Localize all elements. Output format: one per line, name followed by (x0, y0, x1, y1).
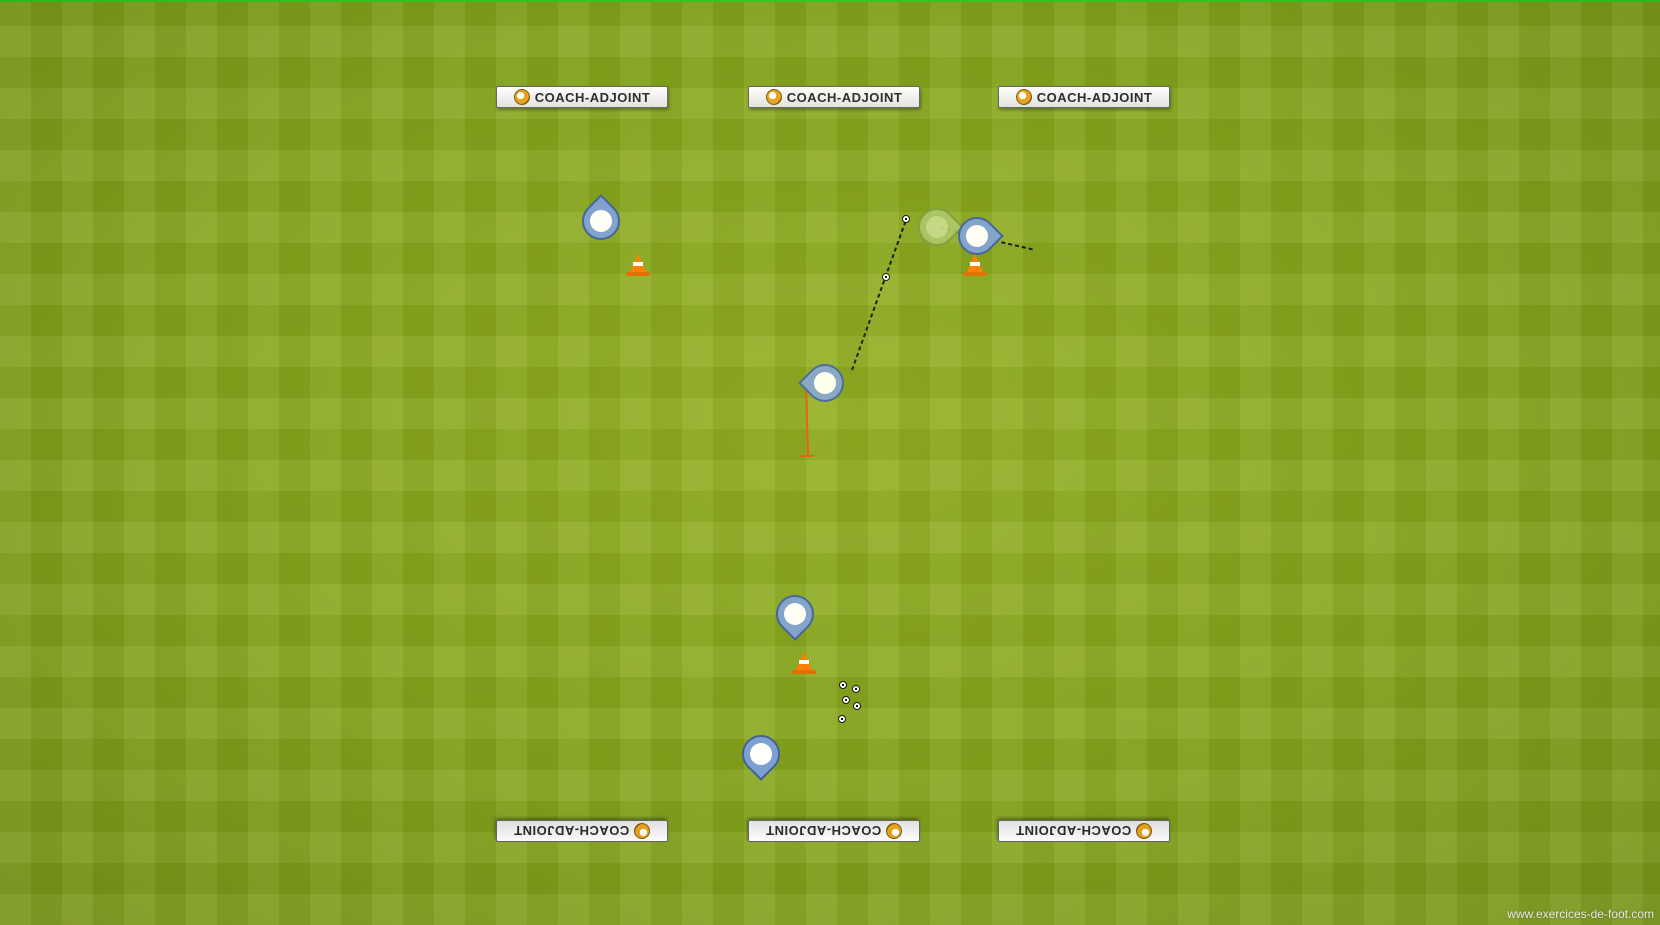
cone-icon (626, 254, 650, 276)
run-line (805, 381, 809, 457)
banner-top-left: COACH-ADJOINT (496, 86, 668, 108)
cone-icon (963, 254, 987, 276)
ball-icon (852, 685, 860, 693)
coach-adjoint-logo-icon (1015, 89, 1032, 105)
banner-top-right: COACH-ADJOINT (998, 86, 1170, 108)
ball-icon (902, 215, 910, 223)
banner-text: COACH-ADJOINT (786, 89, 903, 105)
banner-top-center: COACH-ADJOINT (748, 86, 920, 108)
coach-adjoint-logo-icon (765, 89, 782, 105)
ball-icon (882, 273, 890, 281)
pitch-top-edge (0, 0, 1660, 2)
ball-icon (838, 715, 846, 723)
ball-icon (842, 696, 850, 704)
coach-adjoint-logo-icon (513, 89, 530, 105)
watermark: www.exercices-de-foot.com (1507, 907, 1654, 921)
banner-text: COACH-ADJOINT (534, 89, 651, 105)
ball-icon (853, 702, 861, 710)
cone-icon (792, 652, 816, 674)
pass-line (851, 219, 907, 371)
banner-text: COACH-ADJOINT (1036, 89, 1153, 105)
ball-icon (839, 681, 847, 689)
